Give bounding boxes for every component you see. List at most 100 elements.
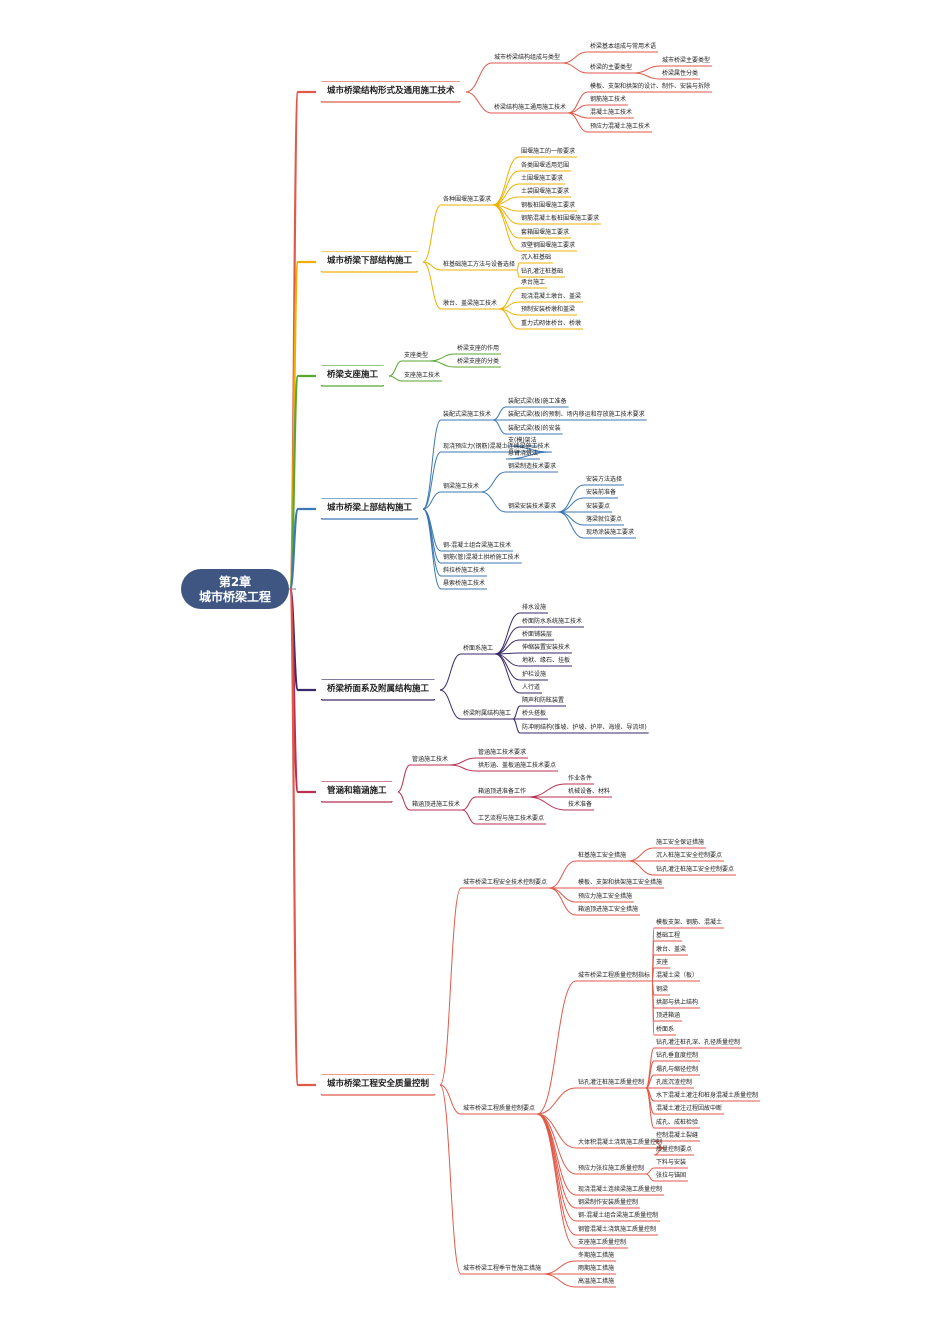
node-l4[interactable]: 控制混凝土裂缝 bbox=[656, 1132, 699, 1139]
node-l4[interactable]: 张拉与锚固 bbox=[656, 1172, 687, 1179]
node-l3[interactable]: 桥梁支座的分类 bbox=[457, 358, 500, 365]
branch-2[interactable]: 城市桥梁下部结构施工 bbox=[316, 252, 424, 271]
node-l2[interactable]: 管涵施工技术 bbox=[412, 756, 449, 763]
node-l2[interactable]: 钢-混凝土组合梁施工技术 bbox=[443, 542, 512, 549]
node-l2[interactable]: 悬索桥施工技术 bbox=[443, 580, 486, 587]
node-l3[interactable]: 桥梁支座的作用 bbox=[457, 345, 500, 352]
branch-3[interactable]: 桥梁支座施工 bbox=[316, 366, 390, 385]
node-l3[interactable]: 隔声和防眩装置 bbox=[522, 697, 565, 704]
node-l4[interactable]: 桥梁属性分类 bbox=[662, 70, 699, 77]
node-l4[interactable]: 安装前准备 bbox=[586, 489, 617, 496]
root-node[interactable]: 第2章 城市桥梁工程 bbox=[181, 569, 289, 609]
node-l3[interactable]: 管涵施工技术要求 bbox=[478, 749, 527, 756]
node-l3[interactable]: 现浇混凝土墩台、盖梁 bbox=[521, 293, 582, 300]
node-l4[interactable]: 水下混凝土灌注和桩身混凝土质量控制 bbox=[656, 1092, 759, 1099]
node-l4[interactable]: 墩台、盖梁 bbox=[656, 946, 687, 953]
node-l3[interactable]: 高温施工措施 bbox=[578, 1278, 615, 1285]
node-l4[interactable]: 钢梁 bbox=[656, 986, 669, 993]
node-l3[interactable]: 钢筋混凝土板桩围堰施工要求 bbox=[521, 215, 600, 222]
node-l3[interactable]: 箱涵顶进准备工作 bbox=[478, 788, 527, 795]
node-l4[interactable]: 作业条件 bbox=[568, 775, 593, 782]
node-l3[interactable]: 钢梁安装技术要求 bbox=[508, 503, 557, 510]
branch-4[interactable]: 城市桥梁上部结构施工 bbox=[316, 499, 424, 518]
node-l4[interactable]: 技术准备 bbox=[568, 801, 593, 808]
node-l4[interactable]: 拱部与拱上结构 bbox=[656, 999, 699, 1006]
node-l3[interactable]: 伸缩装置安装技术 bbox=[522, 644, 571, 651]
node-l3[interactable]: 人行道 bbox=[522, 684, 541, 691]
node-l3[interactable]: 预应力张拉施工质量控制 bbox=[578, 1165, 645, 1172]
node-l3[interactable]: 桩基施工安全措施 bbox=[578, 852, 627, 859]
node-l3[interactable]: 钢板桩围堰施工要求 bbox=[521, 202, 576, 209]
node-l4[interactable]: 塌孔与缩径控制 bbox=[656, 1066, 699, 1073]
node-l3[interactable]: 悬臂浇筑法 bbox=[508, 450, 539, 457]
node-l3[interactable]: 钢-混凝土组合梁施工质量控制 bbox=[578, 1212, 659, 1219]
node-l4[interactable]: 混凝土灌注过程因故中断 bbox=[656, 1105, 723, 1112]
node-l3[interactable]: 大体积混凝土浇筑施工质量控制 bbox=[578, 1139, 663, 1146]
node-l2[interactable]: 钢筋(管)混凝土拱桥施工技术 bbox=[443, 554, 520, 561]
node-l4[interactable]: 机械设备、材料 bbox=[568, 788, 611, 795]
node-l4[interactable]: 钻孔垂直度控制 bbox=[656, 1052, 699, 1059]
node-l3[interactable]: 支(模)架法 bbox=[508, 437, 537, 444]
node-l2[interactable]: 现浇预应力(钢筋)混凝土连续梁施工技术 bbox=[443, 443, 550, 450]
node-l3[interactable]: 模板、支架和拱架施工安全措施 bbox=[578, 879, 663, 886]
node-l2[interactable]: 桩基础施工方法与设备选择 bbox=[443, 261, 516, 268]
node-l2[interactable]: 城市桥梁结构组成与类型 bbox=[494, 54, 561, 61]
node-l3[interactable]: 钢梁制造技术要求 bbox=[508, 463, 557, 470]
node-l3[interactable]: 装配式梁(板)的预制、场内移运和存放施工技术要求 bbox=[508, 411, 645, 418]
node-l4[interactable]: 落梁就位要点 bbox=[586, 516, 623, 523]
node-l3[interactable]: 桥面铺装层 bbox=[522, 631, 553, 638]
node-l3[interactable]: 雨期施工措施 bbox=[578, 1265, 615, 1272]
node-l3[interactable]: 桥梁基本组成与常用术语 bbox=[590, 43, 657, 50]
node-l3[interactable]: 土围堰施工要求 bbox=[521, 175, 564, 182]
node-l2[interactable]: 墩台、盖梁施工技术 bbox=[443, 300, 498, 307]
branch-6[interactable]: 管涵和箱涵施工 bbox=[316, 782, 398, 801]
node-l3[interactable]: 防冲刷结构(锥坡、护坡、护岸、海墁、导流坝) bbox=[522, 724, 647, 731]
branch-7[interactable]: 城市桥梁工程安全质量控制 bbox=[316, 1075, 441, 1094]
node-l3[interactable]: 桥梁的主要类型 bbox=[590, 64, 633, 71]
node-l3[interactable]: 钢梁制作安装质量控制 bbox=[578, 1199, 639, 1206]
node-l2[interactable]: 城市桥梁工程质量控制要点 bbox=[463, 1105, 536, 1112]
node-l3[interactable]: 预应力混凝土施工技术 bbox=[590, 123, 651, 130]
node-l3[interactable]: 钢管混凝土浇筑施工质量控制 bbox=[578, 1226, 657, 1233]
node-l4[interactable]: 安装方法选择 bbox=[586, 476, 623, 483]
node-l3[interactable]: 地袱、缘石、挂板 bbox=[522, 657, 571, 664]
node-l3[interactable]: 冬期施工措施 bbox=[578, 1252, 615, 1259]
node-l2[interactable]: 桥梁附属结构施工 bbox=[463, 710, 512, 717]
node-l4[interactable]: 钻孔灌注桩孔深、孔径质量控制 bbox=[656, 1039, 741, 1046]
node-l3[interactable]: 承台施工 bbox=[521, 279, 546, 286]
node-l3[interactable]: 排水设施 bbox=[522, 604, 547, 611]
node-l2[interactable]: 支座施工技术 bbox=[404, 372, 441, 379]
node-l3[interactable]: 混凝土施工技术 bbox=[590, 109, 633, 116]
node-l2[interactable]: 各种围堰施工要求 bbox=[443, 196, 492, 203]
node-l4[interactable]: 混凝土梁（板） bbox=[656, 972, 699, 979]
node-l3[interactable]: 双壁钢围堰施工要求 bbox=[521, 242, 576, 249]
node-l2[interactable]: 钢梁施工技术 bbox=[443, 483, 480, 490]
node-l4[interactable]: 城市桥梁主要类型 bbox=[662, 57, 711, 64]
branch-5[interactable]: 桥梁桥面系及附属结构施工 bbox=[316, 680, 441, 699]
node-l4[interactable]: 孔底沉渣控制 bbox=[656, 1079, 693, 1086]
node-l2[interactable]: 支座类型 bbox=[404, 352, 429, 359]
node-l4[interactable]: 现场涂装施工要求 bbox=[586, 529, 635, 536]
node-l3[interactable]: 拱形涵、盖板涵施工技术要点 bbox=[478, 762, 557, 769]
branch-1[interactable]: 城市桥梁结构形式及通用施工技术 bbox=[316, 82, 466, 101]
node-l3[interactable]: 桥头搭板 bbox=[522, 710, 547, 717]
node-l3[interactable]: 装配式梁(板)施工准备 bbox=[508, 398, 567, 405]
node-l4[interactable]: 钻孔灌注桩施工安全控制要点 bbox=[656, 866, 735, 873]
node-l3[interactable]: 套箱围堰施工要求 bbox=[521, 229, 570, 236]
node-l3[interactable]: 沉入桩基础 bbox=[521, 254, 552, 261]
node-l4[interactable]: 顶进箱涵 bbox=[656, 1012, 681, 1019]
node-l2[interactable]: 斜拉桥施工技术 bbox=[443, 567, 486, 574]
node-l3[interactable]: 工艺流程与施工技术要点 bbox=[478, 815, 545, 822]
node-l3[interactable]: 预制安装桥墩和盖梁 bbox=[521, 306, 576, 313]
node-l3[interactable]: 钻孔灌注桩施工质量控制 bbox=[578, 1079, 645, 1086]
node-l4[interactable]: 下料与安装 bbox=[656, 1159, 687, 1166]
node-l4[interactable]: 支座 bbox=[656, 959, 669, 966]
node-l3[interactable]: 土袋围堰施工要求 bbox=[521, 188, 570, 195]
node-l2[interactable]: 装配式梁施工技术 bbox=[443, 411, 492, 418]
node-l2[interactable]: 桥梁结构施工通用施工技术 bbox=[494, 104, 567, 111]
node-l3[interactable]: 钻孔灌注桩基础 bbox=[521, 268, 564, 275]
node-l4[interactable]: 沉入桩施工安全控制要点 bbox=[656, 852, 723, 859]
node-l3[interactable]: 重力式砌体桥台、桥墩 bbox=[521, 320, 582, 327]
node-l4[interactable]: 基础工程 bbox=[656, 932, 681, 939]
node-l3[interactable]: 护栏设施 bbox=[522, 671, 547, 678]
